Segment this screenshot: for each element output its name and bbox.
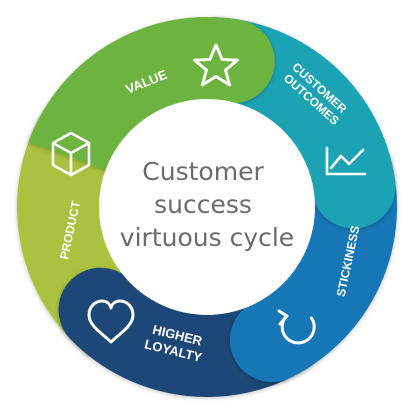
cube-icon — [51, 131, 91, 177]
center-line-3: virtuous cycle — [120, 223, 294, 252]
center-disc — [99, 99, 315, 315]
line-chart-icon — [325, 146, 367, 176]
center-line-2: success — [154, 190, 252, 219]
heart-icon — [87, 299, 135, 344]
refresh-icon — [277, 309, 316, 345]
center-title: Customer success virtuous cycle — [120, 157, 294, 252]
star-icon — [193, 43, 239, 87]
center-line-1: Customer — [142, 157, 264, 186]
